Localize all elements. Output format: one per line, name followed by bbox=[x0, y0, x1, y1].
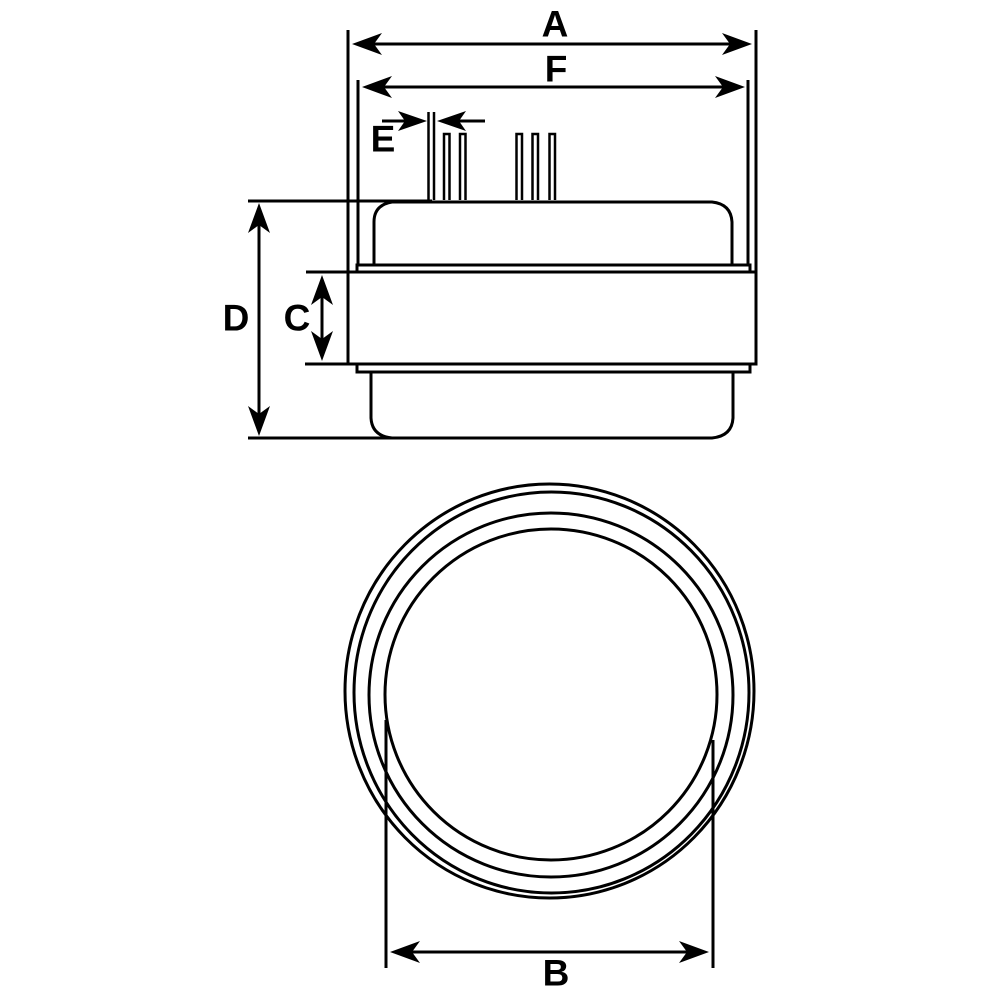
ring-second bbox=[352, 490, 751, 895]
ring-inner bbox=[383, 527, 719, 862]
dimension-b: B bbox=[384, 720, 715, 994]
dimension-f: F bbox=[356, 49, 750, 265]
ring-third bbox=[367, 511, 735, 879]
pin-2 bbox=[442, 132, 451, 200]
dim-c-label: C bbox=[284, 298, 311, 339]
dimension-d: D bbox=[223, 199, 432, 440]
dim-b-label: B bbox=[543, 953, 570, 994]
pin-4 bbox=[515, 132, 524, 200]
dimension-c: C bbox=[284, 270, 348, 366]
pin-1 bbox=[427, 112, 436, 200]
pin-6 bbox=[548, 132, 557, 200]
dimension-a: A bbox=[346, 4, 758, 272]
dim-e-label: E bbox=[371, 119, 396, 160]
bottom-view: B bbox=[343, 482, 756, 994]
ring-outer bbox=[343, 482, 756, 900]
dim-f-label: F bbox=[545, 49, 568, 90]
dim-a-label: A bbox=[542, 4, 569, 45]
upper-flange bbox=[355, 263, 752, 272]
arrow-up-icon bbox=[248, 203, 270, 233]
pin-5 bbox=[531, 132, 540, 200]
pin-3 bbox=[458, 132, 467, 200]
arrow-left-icon bbox=[390, 941, 420, 963]
arrow-right-icon bbox=[679, 941, 709, 963]
arrow-right-icon bbox=[398, 111, 427, 131]
arrow-left-icon bbox=[352, 33, 382, 55]
dim-d-label: D bbox=[223, 298, 250, 339]
bottom-cup bbox=[369, 372, 735, 440]
side-view: A F E D bbox=[223, 4, 758, 440]
pin-group-left bbox=[427, 112, 467, 200]
arrow-up-icon bbox=[311, 275, 333, 305]
arrow-down-icon bbox=[248, 406, 270, 436]
arrow-down-icon bbox=[311, 331, 333, 361]
arrow-right-icon bbox=[715, 76, 745, 98]
pin-group-right bbox=[515, 132, 557, 200]
lower-flange bbox=[355, 364, 752, 374]
dimension-e: E bbox=[371, 111, 485, 160]
main-band bbox=[346, 270, 758, 366]
arrow-left-icon bbox=[362, 76, 392, 98]
arrow-right-icon bbox=[722, 33, 752, 55]
top-cap bbox=[372, 200, 734, 265]
arrow-left-icon bbox=[437, 111, 466, 131]
